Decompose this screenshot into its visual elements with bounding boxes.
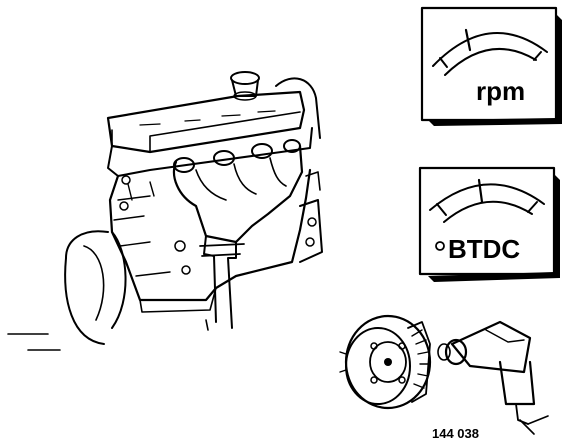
btdc-label: BTDC [448,234,520,264]
timing-gauge: BTDC [418,166,560,282]
figure-number: 144 038 [432,426,479,441]
tachometer-needle [464,28,472,52]
timing-knob-icon [435,241,445,251]
engine-drawing [7,71,323,351]
crankshaft-pulley [339,314,432,410]
rpm-label: rpm [476,76,525,106]
timing-needle [477,178,484,204]
tachometer-gauge: rpm [420,6,562,126]
timing-light [437,320,549,435]
